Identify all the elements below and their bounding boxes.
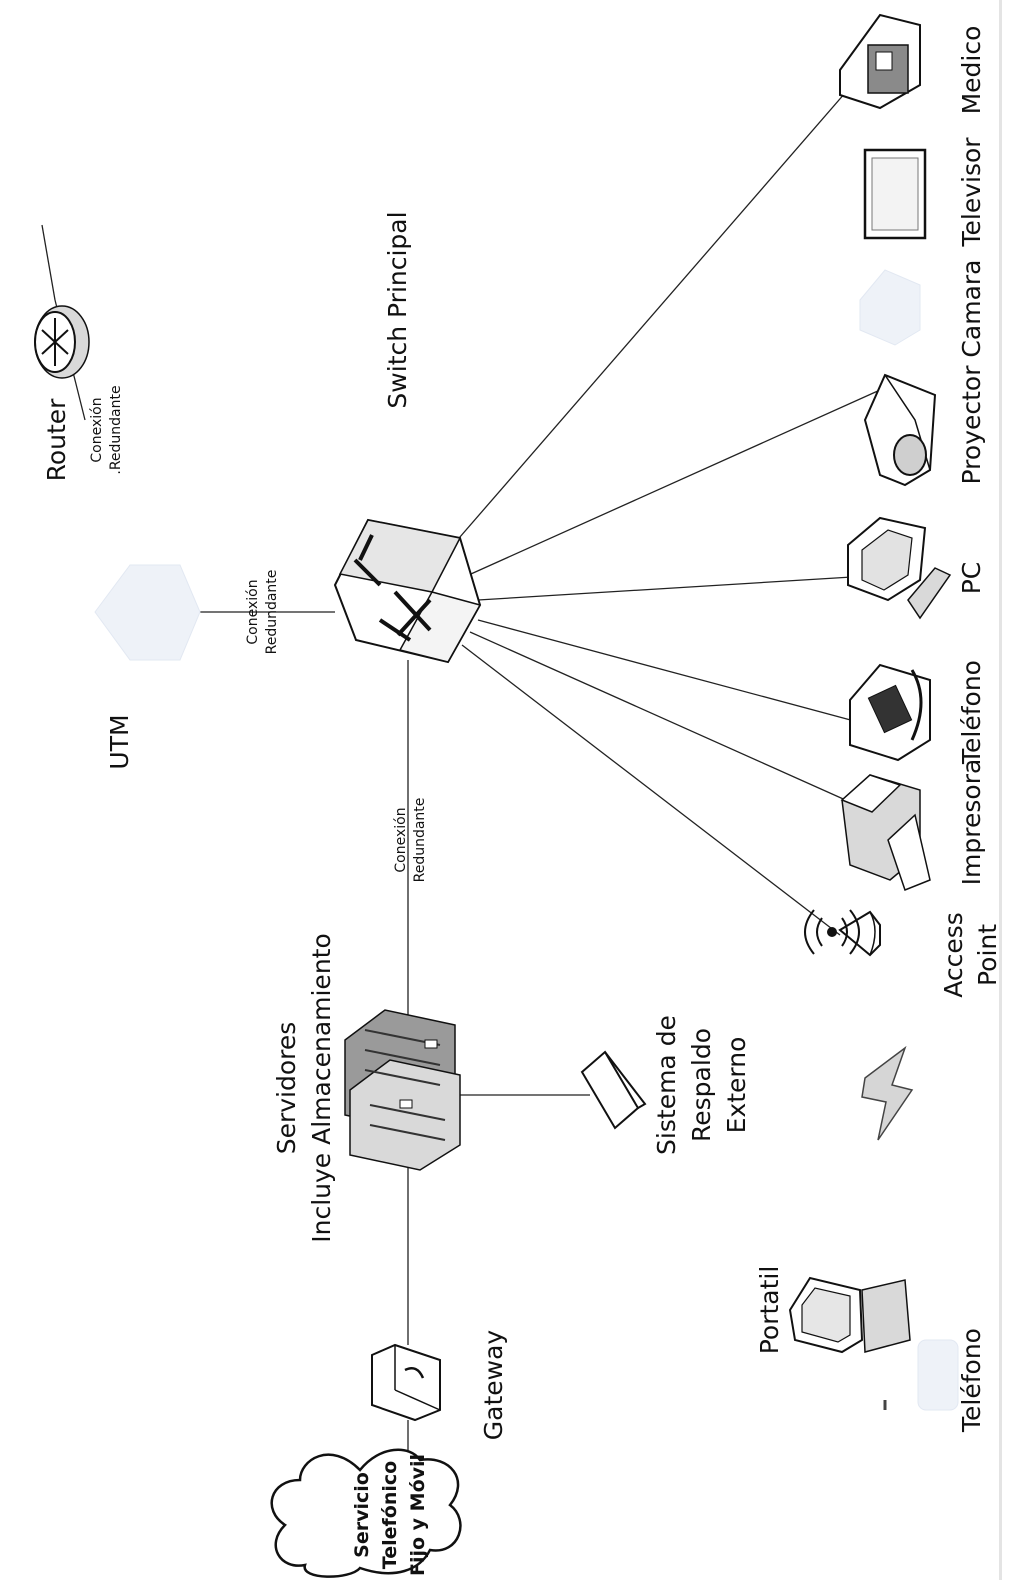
switch-telefono-line — [477, 619, 859, 723]
switch-proyector-line — [461, 389, 881, 579]
medical-device-icon — [839, 13, 921, 110]
router-link-label-1: Conexión — [89, 397, 105, 462]
utm-icon — [94, 564, 201, 661]
backup-storage-icon — [580, 1050, 647, 1130]
server-rack-icon — [344, 1009, 461, 1171]
telefono-movil-label: Teléfono — [957, 1328, 986, 1433]
phone-icon — [849, 663, 931, 762]
switch-utm-link-label-1: Conexión — [245, 579, 261, 644]
page-edge — [999, 0, 1002, 1580]
switch-label: Switch Principal — [383, 211, 412, 408]
projector-icon — [863, 373, 937, 487]
router-icon — [34, 305, 90, 379]
switch-ap-line — [461, 644, 841, 936]
television-icon — [863, 148, 927, 240]
gateway-icon — [371, 1343, 441, 1422]
router-link-label-2: .Redundante — [108, 385, 124, 474]
access-point-icon — [804, 909, 881, 957]
servers-label-2: Incluye Almacenamiento — [307, 933, 336, 1243]
labels: Router Conexión .Redundante Switch Princ… — [42, 26, 1002, 1441]
utm-label: UTM — [105, 714, 134, 769]
pc-label: PC — [957, 562, 986, 595]
access-point-label-2: Point — [973, 924, 1002, 986]
pc-icon — [847, 516, 952, 620]
wireless-signal-icon — [861, 1045, 914, 1141]
switch-server-link-label-1: Conexión — [393, 807, 409, 872]
switch-utm-link-label-2: Redundante — [264, 570, 280, 655]
servers-label-1: Servidores — [272, 1022, 301, 1155]
proyector-camara-label: Proyector Camara — [957, 260, 986, 485]
switch-impresora-line — [469, 631, 851, 803]
switch-server-link-label-2: Redundante — [412, 798, 428, 883]
mobile-phone-icon — [883, 1339, 959, 1411]
laptop-icon — [788, 1276, 911, 1354]
switch-pc-line — [477, 576, 853, 601]
portatil-label: Portatil — [755, 1266, 784, 1355]
router-link-line-upper — [41, 224, 56, 301]
cloud-label-1: Servicio — [351, 1472, 373, 1558]
backup-label-3: Externo — [722, 1037, 751, 1134]
cloud-label-2: Telefónico — [379, 1461, 401, 1569]
access-point-label-1: Access — [939, 912, 968, 998]
camera-icon — [859, 269, 921, 346]
printer-icon — [840, 774, 931, 891]
switch-medico-line — [439, 69, 866, 561]
cloud-label-3: Fijo y Móvil — [407, 1454, 429, 1576]
connection-lines — [41, 69, 881, 1460]
cloud-icon: Servicio Telefónico Fijo y Móvil — [270, 1448, 462, 1578]
telefono-label: Teléfono — [957, 660, 986, 765]
router-label: Router — [42, 398, 71, 482]
backup-label-2: Respaldo — [687, 1028, 716, 1142]
televisor-label: Televisor — [957, 137, 986, 248]
switch-icon — [333, 518, 482, 664]
gateway-label: Gateway — [479, 1330, 508, 1441]
medico-label: Medico — [957, 26, 986, 115]
backup-label-1: Sistema de — [652, 1015, 681, 1155]
impresora-label: Impresora — [957, 759, 986, 886]
